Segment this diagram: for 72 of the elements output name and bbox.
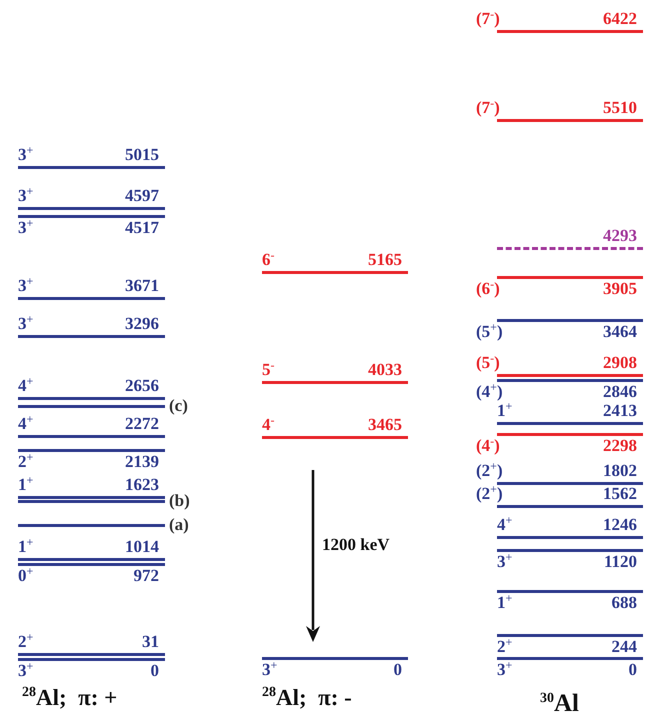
spin-parity-label: 3$^{+}$: [18, 146, 34, 164]
spin-parity-label: 5$^{-}$: [262, 361, 274, 379]
energy-label: 2846: [603, 383, 637, 401]
energy-label: 3465: [368, 416, 402, 434]
energy-label: 1014: [125, 538, 159, 556]
spin-parity-label: 4$^{-}$: [262, 416, 274, 434]
spin-parity-label: (2$^{+}$): [476, 462, 503, 480]
energy-label: 5165: [368, 251, 402, 269]
energy-label: 5015: [125, 146, 159, 164]
spin-parity-label: 3$^{+}$: [18, 187, 34, 205]
energy-label: 1802: [603, 462, 637, 480]
energy-label: 2298: [603, 437, 637, 455]
energy-label: 1246: [603, 516, 637, 534]
spin-parity-label: (7$^{-}$): [476, 99, 500, 117]
spin-parity-label: 2$^{+}$: [497, 638, 512, 656]
energy-label: 688: [612, 594, 637, 612]
energy-label: 0: [628, 661, 637, 679]
energy-label: 2272: [125, 415, 159, 433]
energy-label: 1120: [604, 553, 637, 571]
energy-label: 4033: [368, 361, 402, 379]
level-marker: (b): [169, 492, 190, 510]
spin-parity-label: 1$^{+}$: [497, 402, 512, 420]
spin-parity-label: (7$^{-}$): [476, 10, 500, 28]
energy-label: 5510: [603, 99, 637, 117]
spin-parity-label: 1$^{+}$: [18, 476, 34, 494]
energy-label: 3296: [125, 315, 159, 333]
energy-label: 972: [134, 567, 159, 585]
spin-parity-label: 1$^{+}$: [18, 538, 34, 556]
spin-parity-label: (6$^{-}$): [476, 280, 500, 298]
spin-parity-label: (2$^{+}$): [476, 485, 503, 503]
energy-label: 1623: [125, 476, 159, 494]
spin-parity-label: 4$^{+}$: [497, 516, 512, 534]
level-marker: (c): [169, 397, 188, 415]
energy-label: 3905: [603, 280, 637, 298]
scheme-title: $^{30}$Al: [540, 690, 579, 718]
spin-parity-label: (5$^{-}$): [476, 354, 500, 372]
energy-label: 3671: [125, 277, 159, 295]
spin-parity-label: 3$^{+}$: [18, 662, 34, 680]
spin-parity-label: (4$^{-}$): [476, 437, 500, 455]
spin-parity-label: 3$^{+}$: [262, 661, 278, 679]
energy-label: 0: [394, 661, 402, 679]
energy-label: 4293: [603, 227, 637, 245]
energy-label: 2656: [125, 377, 159, 395]
energy-label: 3464: [603, 323, 637, 341]
spin-parity-label: 3$^{+}$: [18, 219, 34, 237]
energy-label: 6422: [603, 10, 637, 28]
energy-label: 2413: [603, 402, 637, 420]
scheme-title: $^{28}$Al; π: +: [22, 685, 118, 711]
energy-difference-label: 1200 keV: [322, 535, 390, 555]
spin-parity-label: 4$^{+}$: [18, 415, 34, 433]
energy-label: 244: [612, 638, 637, 656]
spin-parity-label: 3$^{+}$: [497, 553, 512, 571]
spin-parity-label: (5$^{+}$): [476, 323, 503, 341]
scheme-title: $^{28}$Al; π: -: [262, 685, 352, 711]
energy-label: 31: [142, 633, 159, 651]
energy-label: 4597: [125, 187, 159, 205]
spin-parity-label: 3$^{+}$: [18, 277, 34, 295]
spin-parity-label: (4$^{+}$): [476, 383, 503, 401]
spin-parity-label: 4$^{+}$: [18, 377, 34, 395]
spin-parity-label: 3$^{+}$: [18, 315, 34, 333]
spin-parity-label: 0$^{+}$: [18, 567, 34, 585]
energy-label: 2139: [125, 453, 159, 471]
spin-parity-label: 3$^{+}$: [497, 661, 512, 679]
spin-parity-label: 6$^{-}$: [262, 251, 274, 269]
energy-label: 1562: [603, 485, 637, 503]
energy-label: 4517: [125, 219, 159, 237]
spin-parity-label: 2$^{+}$: [18, 453, 34, 471]
spin-parity-label: 2$^{+}$: [18, 633, 34, 651]
energy-label: 2908: [603, 354, 637, 372]
level-marker: (a): [169, 516, 189, 534]
spin-parity-label: 1$^{+}$: [497, 594, 512, 612]
energy-label: 0: [150, 662, 159, 680]
